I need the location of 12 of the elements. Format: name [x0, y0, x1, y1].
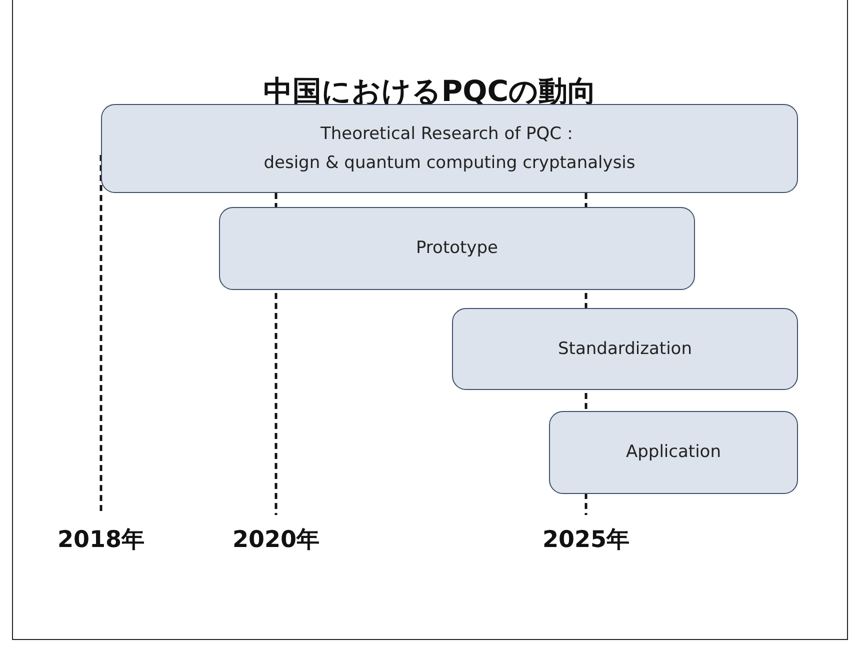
phase-bar — [101, 104, 798, 193]
phase-bar — [452, 308, 798, 390]
phase-label: Prototype — [416, 237, 498, 260]
phase-label: Theoretical Research of PQC： — [320, 123, 579, 146]
year-label: 2020年 — [231, 526, 320, 555]
year-label: 2025年 — [541, 526, 630, 555]
phase-bar — [549, 411, 798, 494]
year-label: 2018年 — [56, 526, 146, 555]
phase-label: Standardization — [558, 338, 692, 361]
phase-label: design & quantum computing cryptanalysis — [264, 152, 636, 174]
phase-label: Application — [626, 441, 721, 464]
phase-bar — [219, 207, 695, 290]
